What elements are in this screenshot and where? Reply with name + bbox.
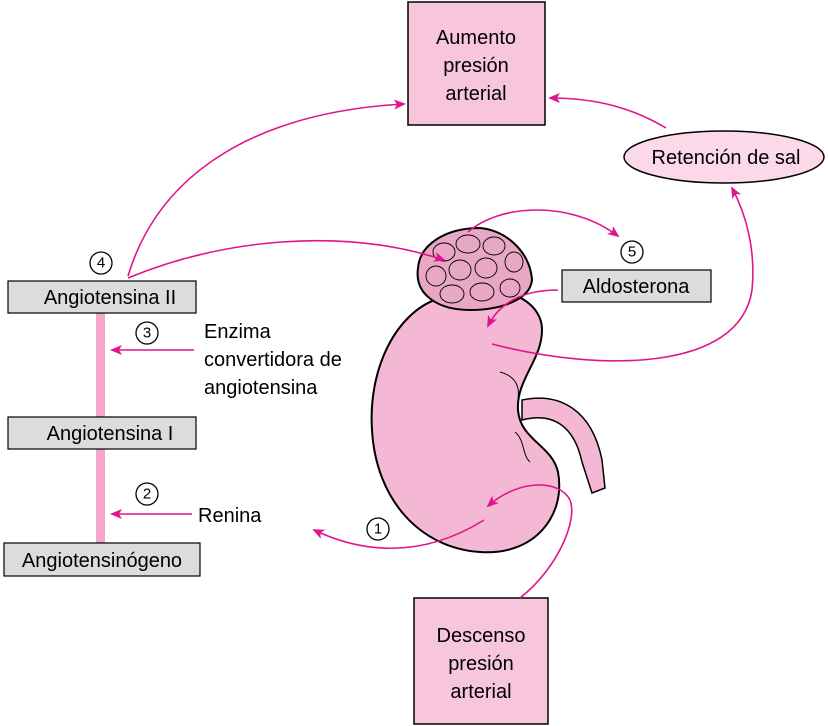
arrow-adrenal-to-step5 xyxy=(467,209,620,238)
gland-lobule xyxy=(455,234,481,254)
enzima-line-2: convertidora de xyxy=(204,349,342,371)
angiotensina-i-box xyxy=(7,416,197,450)
angiotensina-ii-box xyxy=(7,280,197,314)
kidney-illustration xyxy=(370,288,606,554)
kidney-shape xyxy=(370,288,561,554)
ureter-shape xyxy=(521,397,606,494)
descenso-line-3: arterial xyxy=(450,681,511,703)
aldosterona-label: Aldosterona xyxy=(583,276,691,298)
arrow-kidney-to-renina xyxy=(312,519,485,550)
step-4-circle xyxy=(89,251,113,275)
descenso-line-2: presión xyxy=(448,653,514,675)
aldosterona-box xyxy=(561,269,712,303)
angiotensina-i-label: Angiotensina I xyxy=(47,423,174,445)
adrenal-gland-illustration xyxy=(416,226,534,312)
gland-lobule xyxy=(425,265,447,287)
step-1-label: 1 xyxy=(374,521,382,538)
descenso-box xyxy=(413,597,549,725)
gland-lobule xyxy=(504,251,524,273)
angiotensinogeno-label: Angiotensinógeno xyxy=(22,550,182,572)
descenso-line-1: Descenso xyxy=(437,625,526,647)
aumento-line-1: Aumento xyxy=(436,27,516,49)
renina-label: Renina xyxy=(198,505,262,527)
aumento-box xyxy=(407,1,546,126)
angiotensinogeno-box xyxy=(3,542,201,577)
gland-lobule xyxy=(469,282,495,302)
angiotensina-ii-label: Angiotensina II xyxy=(44,287,176,309)
step-1-circle xyxy=(366,517,390,541)
gland-lobule xyxy=(499,278,521,298)
retencion-label: Retención de sal xyxy=(652,147,801,169)
step-2-circle xyxy=(135,482,159,506)
arrow-angiotensina-ii-to-aumento xyxy=(127,99,406,277)
kidney-contour xyxy=(499,371,519,399)
step-5-circle xyxy=(620,240,644,264)
enzima-line-1: Enzima xyxy=(204,321,272,343)
retencion-ellipse xyxy=(623,130,825,184)
kidney-contour xyxy=(514,431,531,463)
gland-lobule xyxy=(482,236,506,256)
arrow-descenso-to-kidney xyxy=(486,484,573,599)
arrow-aldosterona-to-kidney xyxy=(487,289,559,328)
arrow-angiotensina-ii-to-adrenal xyxy=(127,239,446,279)
aumento-line-2: presión xyxy=(443,55,509,77)
arrow-kidney-to-retencion xyxy=(491,186,754,362)
enzima-line-3: angiotensina xyxy=(204,377,318,399)
step-3-circle xyxy=(135,321,159,345)
gland-lobule xyxy=(448,259,472,281)
step-3-label: 3 xyxy=(143,325,151,342)
step-5-label: 5 xyxy=(628,244,636,261)
gland-lobule xyxy=(474,257,498,279)
arrow-retencion-to-aumento xyxy=(548,93,667,129)
step-2-label: 2 xyxy=(143,486,151,503)
gland-lobule xyxy=(439,284,465,304)
step-4-label: 4 xyxy=(97,255,105,272)
aumento-line-3: arterial xyxy=(445,83,506,105)
